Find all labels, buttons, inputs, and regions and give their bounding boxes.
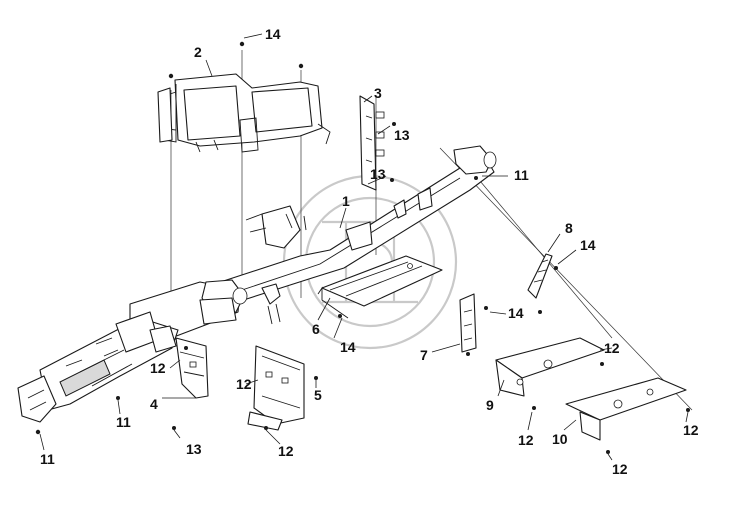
part-7-bracket xyxy=(459,293,488,356)
callout-13: 13 xyxy=(370,166,386,182)
callout-12: 12 xyxy=(150,360,166,376)
part-8-bracket xyxy=(527,253,558,314)
callout-12: 5 xyxy=(314,387,322,403)
part-2-instrument-frame xyxy=(157,41,331,153)
callout-labels: 2 14 3 13 13 11 1 8 14 14 6 14 7 12 9 12… xyxy=(40,26,699,477)
callout-3: 3 xyxy=(374,85,382,101)
callout-5: 12 xyxy=(236,376,252,392)
callout-6: 6 xyxy=(312,321,320,337)
part-4-bracket xyxy=(172,337,209,430)
callout-14: 14 xyxy=(580,237,596,253)
part-3-bracket-plate xyxy=(359,95,396,191)
callout-1: 1 xyxy=(342,193,350,209)
callout-12: 12 xyxy=(612,461,628,477)
callout-12: 12 xyxy=(604,340,620,356)
part-6-floor-plate xyxy=(317,255,443,319)
callout-14: 14 xyxy=(508,305,524,321)
part-5-channel-bracket xyxy=(247,345,318,431)
callout-11: 11 xyxy=(40,451,55,467)
part-10-floor-pan xyxy=(565,377,690,454)
callout-13: 13 xyxy=(394,127,410,143)
callout-10: 10 xyxy=(552,431,568,447)
callout-11: 11 xyxy=(514,167,529,183)
callout-9: 9 xyxy=(486,397,494,413)
callout-14: 14 xyxy=(340,339,356,355)
callout-12: 12 xyxy=(278,443,294,459)
part-left-column-support xyxy=(17,279,281,435)
callout-8: 8 xyxy=(565,220,573,236)
callout-13: 13 xyxy=(186,441,202,457)
part-9-floor-pan xyxy=(495,337,605,410)
callout-2: 2 xyxy=(194,44,202,60)
part-1-cross-beam xyxy=(195,145,497,313)
leader-lines xyxy=(39,33,689,461)
callout-12: 12 xyxy=(683,422,699,438)
callout-7: 7 xyxy=(420,347,428,363)
callout-4: 4 xyxy=(150,396,158,412)
callout-14: 14 xyxy=(265,26,281,42)
callout-11: 11 xyxy=(116,414,131,430)
callout-12: 12 xyxy=(518,432,534,448)
